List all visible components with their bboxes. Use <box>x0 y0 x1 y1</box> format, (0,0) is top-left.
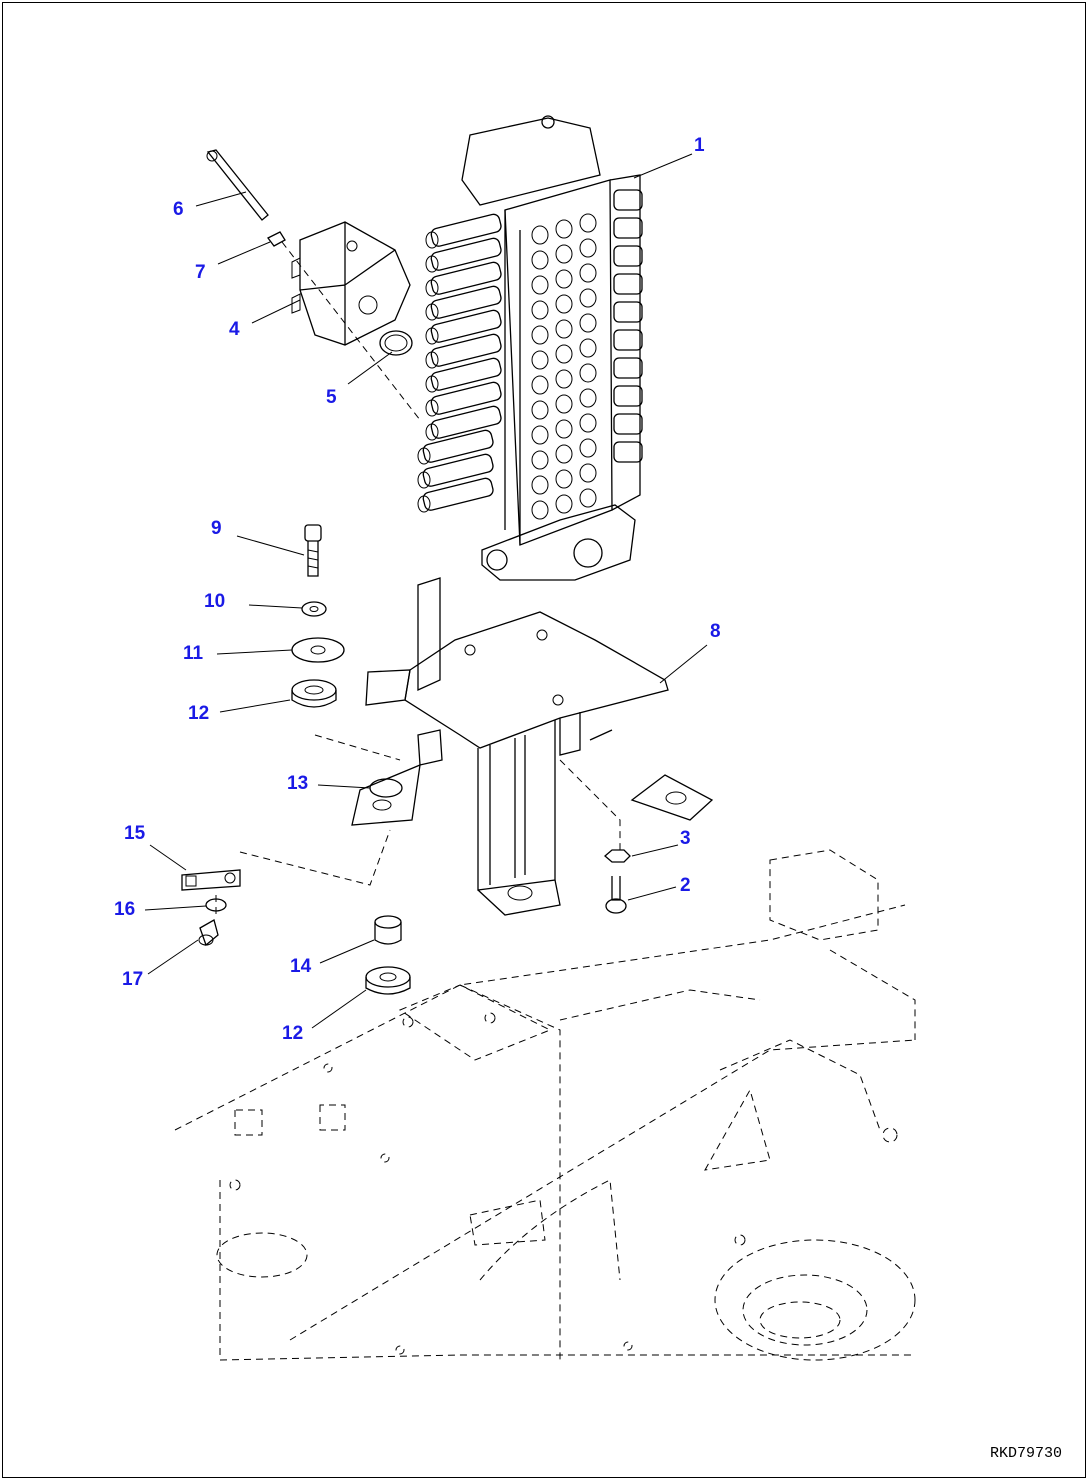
bolt-part <box>304 524 322 577</box>
callout-12b: 12 <box>282 1023 304 1044</box>
callout-15: 15 <box>124 823 146 844</box>
nut-3-part <box>604 849 631 863</box>
callout-4: 4 <box>229 319 240 340</box>
bolt-2-part <box>605 876 627 914</box>
valve-face-circles <box>531 213 597 520</box>
callout-2: 2 <box>680 875 691 896</box>
bracket-part <box>365 577 669 916</box>
clamp-plate-part <box>351 729 443 826</box>
washer-small-part <box>301 601 327 617</box>
callout-9: 9 <box>211 518 222 539</box>
callout-6: 6 <box>173 199 184 220</box>
mount-12b-part <box>365 966 411 995</box>
callout-3: 3 <box>680 828 691 849</box>
revolving-frame <box>174 849 916 1361</box>
drawing-number: RKD79730 <box>989 1445 1062 1462</box>
leader-lines <box>144 153 708 1029</box>
clamp-15-part <box>181 869 241 891</box>
callout-13: 13 <box>287 773 309 794</box>
rubber-mount-part <box>291 679 337 708</box>
callout-1: 1 <box>694 135 705 156</box>
o-ring-13-part <box>369 778 403 798</box>
callout-16: 16 <box>114 899 136 920</box>
callout-11: 11 <box>183 643 204 664</box>
callout-10: 10 <box>204 591 226 612</box>
washer-large-part <box>291 637 345 663</box>
valve-ports-right <box>613 189 643 463</box>
callout-12a: 12 <box>188 703 210 724</box>
callout-17: 17 <box>122 969 144 990</box>
lever-part <box>206 149 269 221</box>
callout-7: 7 <box>195 262 206 283</box>
control-valve-assembly <box>417 115 643 581</box>
nut-part <box>267 231 286 247</box>
collar-14-part <box>374 915 402 945</box>
callout-14: 14 <box>290 956 312 977</box>
callout-5: 5 <box>326 387 337 408</box>
bolt-17-part <box>198 919 219 947</box>
valve-spools-left <box>417 213 502 513</box>
solenoid-valve-block <box>291 221 411 346</box>
callout-8: 8 <box>710 621 721 642</box>
plate-right-part <box>630 774 714 821</box>
o-ring-part <box>379 330 413 356</box>
